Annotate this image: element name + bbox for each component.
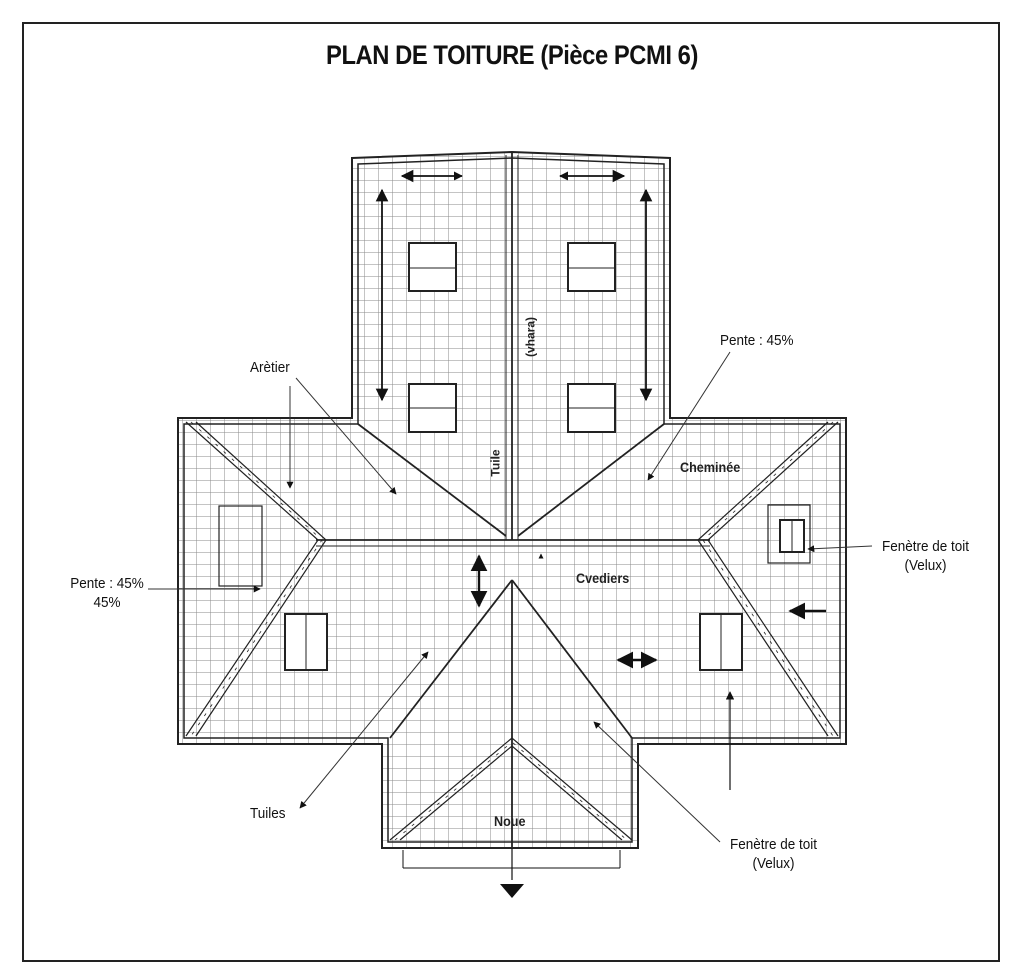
label-velux-right-line1: Fenètre de toit [881,538,970,555]
roof-plan [148,150,873,898]
label-pente-top-right: Pente : 45% [720,332,794,349]
label-velux-right-line2: (Velux) [904,557,947,574]
label-velux-bottom-line1: Fenètre de toit [729,836,818,853]
label-velux-right: Fenètre de toit (Velux) [876,537,975,575]
label-pente-left: Pente : 45% 45% [62,574,152,612]
slope-arrows [375,169,826,898]
hip-rafters [185,421,839,841]
label-tuile-vertical: Tuile [488,449,503,477]
ridge-lines [316,152,710,848]
label-velux-bottom-line2: (Velux) [752,855,795,872]
label-aretier: Arètier [250,359,290,376]
label-pente-left-line2: 45% [93,594,121,611]
leader-lines [148,351,873,843]
chimney-outline [218,505,263,587]
label-tuiles: Tuiles [250,805,286,822]
label-pente-left-line1: Pente : 45% [70,575,144,592]
label-vertical-center: (ɐɹɐɥʌ) [525,316,540,358]
velux-windows [284,242,811,671]
drawing-title: PLAN DE TOITURE (Pièce PCMI 6) [326,40,698,70]
label-noue: Noue [494,813,526,829]
label-velux-bottom: Fenètre de toit (Velux) [724,835,823,873]
label-cheminee: Cheminée [680,459,741,475]
label-vediers: Cvediers [576,570,630,586]
